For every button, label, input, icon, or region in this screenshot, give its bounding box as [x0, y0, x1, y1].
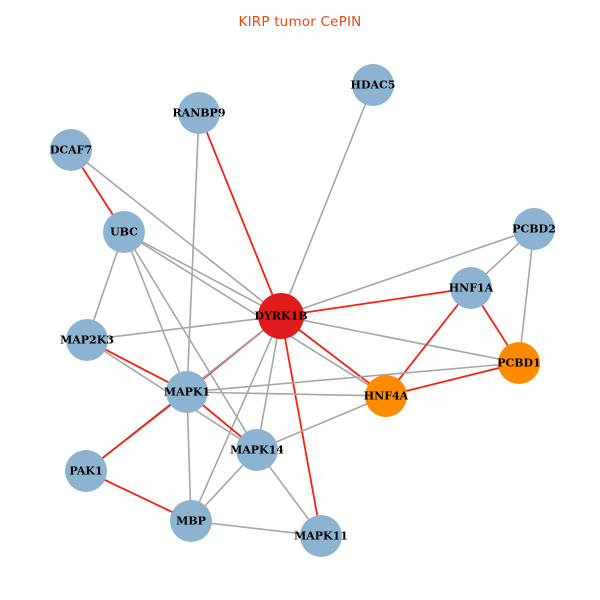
node-mbp[interactable]: MBP	[170, 500, 212, 542]
node-circle-map2k3[interactable]	[66, 319, 108, 361]
node-label-hnf4a: HNF4A	[364, 390, 409, 403]
node-circle-mbp[interactable]	[170, 500, 212, 542]
page-title: KIRP tumor CePIN	[238, 14, 362, 30]
node-label-mapk14: MAPK14	[230, 444, 284, 457]
node-mapk11[interactable]: MAPK11	[294, 515, 348, 557]
edge-ubc-mapk1	[123, 231, 188, 393]
node-circle-pcbd1[interactable]	[498, 342, 540, 384]
node-label-mapk1: MAPK1	[164, 386, 210, 399]
node-circle-dcaf7[interactable]	[50, 129, 92, 171]
node-circle-ubc[interactable]	[103, 211, 145, 253]
node-label-pcbd2: PCBD2	[512, 223, 556, 236]
node-circle-hnf1a[interactable]	[450, 267, 492, 309]
edge-ubc-mapk14	[123, 231, 258, 451]
node-pak1[interactable]: PAK1	[65, 450, 107, 492]
node-label-mbp: MBP	[176, 515, 206, 528]
node-dyrk1b[interactable]: DYRK1B	[254, 293, 308, 339]
node-label-dyrk1b: DYRK1B	[254, 310, 307, 323]
node-label-ubc: UBC	[110, 226, 138, 239]
node-label-hnf1a: HNF1A	[449, 282, 494, 295]
node-label-dcaf7: DCAF7	[50, 144, 92, 157]
edge-mapk1-mbp	[186, 391, 192, 522]
node-hnf4a[interactable]: HNF4A	[364, 375, 409, 417]
edge-dyrk1b-map2k3	[86, 315, 282, 341]
node-circle-mapk14[interactable]	[236, 429, 278, 471]
edge-ubc-dyrk1b	[123, 231, 282, 317]
edge-hnf4a-mapk1	[186, 391, 387, 397]
edge-pcbd1-hnf4a	[385, 362, 520, 397]
node-ubc[interactable]: UBC	[103, 211, 145, 253]
edge-hdac5-dyrk1b	[280, 84, 374, 317]
node-pcbd2[interactable]: PCBD2	[512, 208, 556, 250]
node-ranbp9[interactable]: RANBP9	[173, 92, 226, 134]
node-circle-hnf4a[interactable]	[365, 375, 407, 417]
node-label-ranbp9: RANBP9	[173, 107, 226, 120]
node-circle-ranbp9[interactable]	[178, 92, 220, 134]
edge-ranbp9-dyrk1b	[198, 112, 282, 317]
node-label-pak1: PAK1	[69, 465, 102, 478]
node-pcbd1[interactable]: PCBD1	[497, 342, 541, 384]
edge-mbp-mapk11	[190, 520, 322, 537]
node-circle-hdac5[interactable]	[352, 64, 394, 106]
edge-ranbp9-mapk1	[186, 112, 200, 393]
node-circle-mapk11[interactable]	[300, 515, 342, 557]
node-circle-dyrk1b[interactable]	[258, 293, 304, 339]
node-map2k3[interactable]: MAP2K3	[60, 319, 114, 361]
edge-dyrk1b-hnf1a	[280, 287, 472, 317]
edge-hnf4a-mapk14	[256, 395, 387, 451]
edge-dyrk1b-mapk11	[280, 315, 322, 537]
node-hnf1a[interactable]: HNF1A	[449, 267, 494, 309]
node-label-mapk11: MAPK11	[294, 530, 348, 543]
edge-pcbd1-mapk1	[186, 362, 520, 393]
node-label-hdac5: HDAC5	[351, 79, 396, 92]
edge-dyrk1b-pcbd1	[280, 315, 520, 364]
edge-dcaf7-dyrk1b	[70, 149, 282, 317]
edge-mapk1-pak1	[85, 391, 188, 472]
node-mapk14[interactable]: MAPK14	[230, 429, 284, 471]
node-circle-pcbd2[interactable]	[513, 208, 555, 250]
node-circle-mapk1[interactable]	[166, 371, 208, 413]
edge-pcbd2-pcbd1	[518, 228, 535, 364]
edge-ubc-hnf4a	[123, 231, 387, 397]
node-label-map2k3: MAP2K3	[60, 334, 114, 347]
node-mapk1[interactable]: MAPK1	[164, 371, 210, 413]
node-hdac5[interactable]: HDAC5	[351, 64, 396, 106]
node-circle-pak1[interactable]	[65, 450, 107, 492]
edge-hnf1a-hnf4a	[385, 287, 472, 397]
node-label-pcbd1: PCBD1	[497, 357, 541, 370]
edge-dyrk1b-pcbd2	[280, 228, 535, 317]
node-dcaf7[interactable]: DCAF7	[50, 129, 92, 171]
edge-dyrk1b-mbp	[190, 315, 282, 522]
